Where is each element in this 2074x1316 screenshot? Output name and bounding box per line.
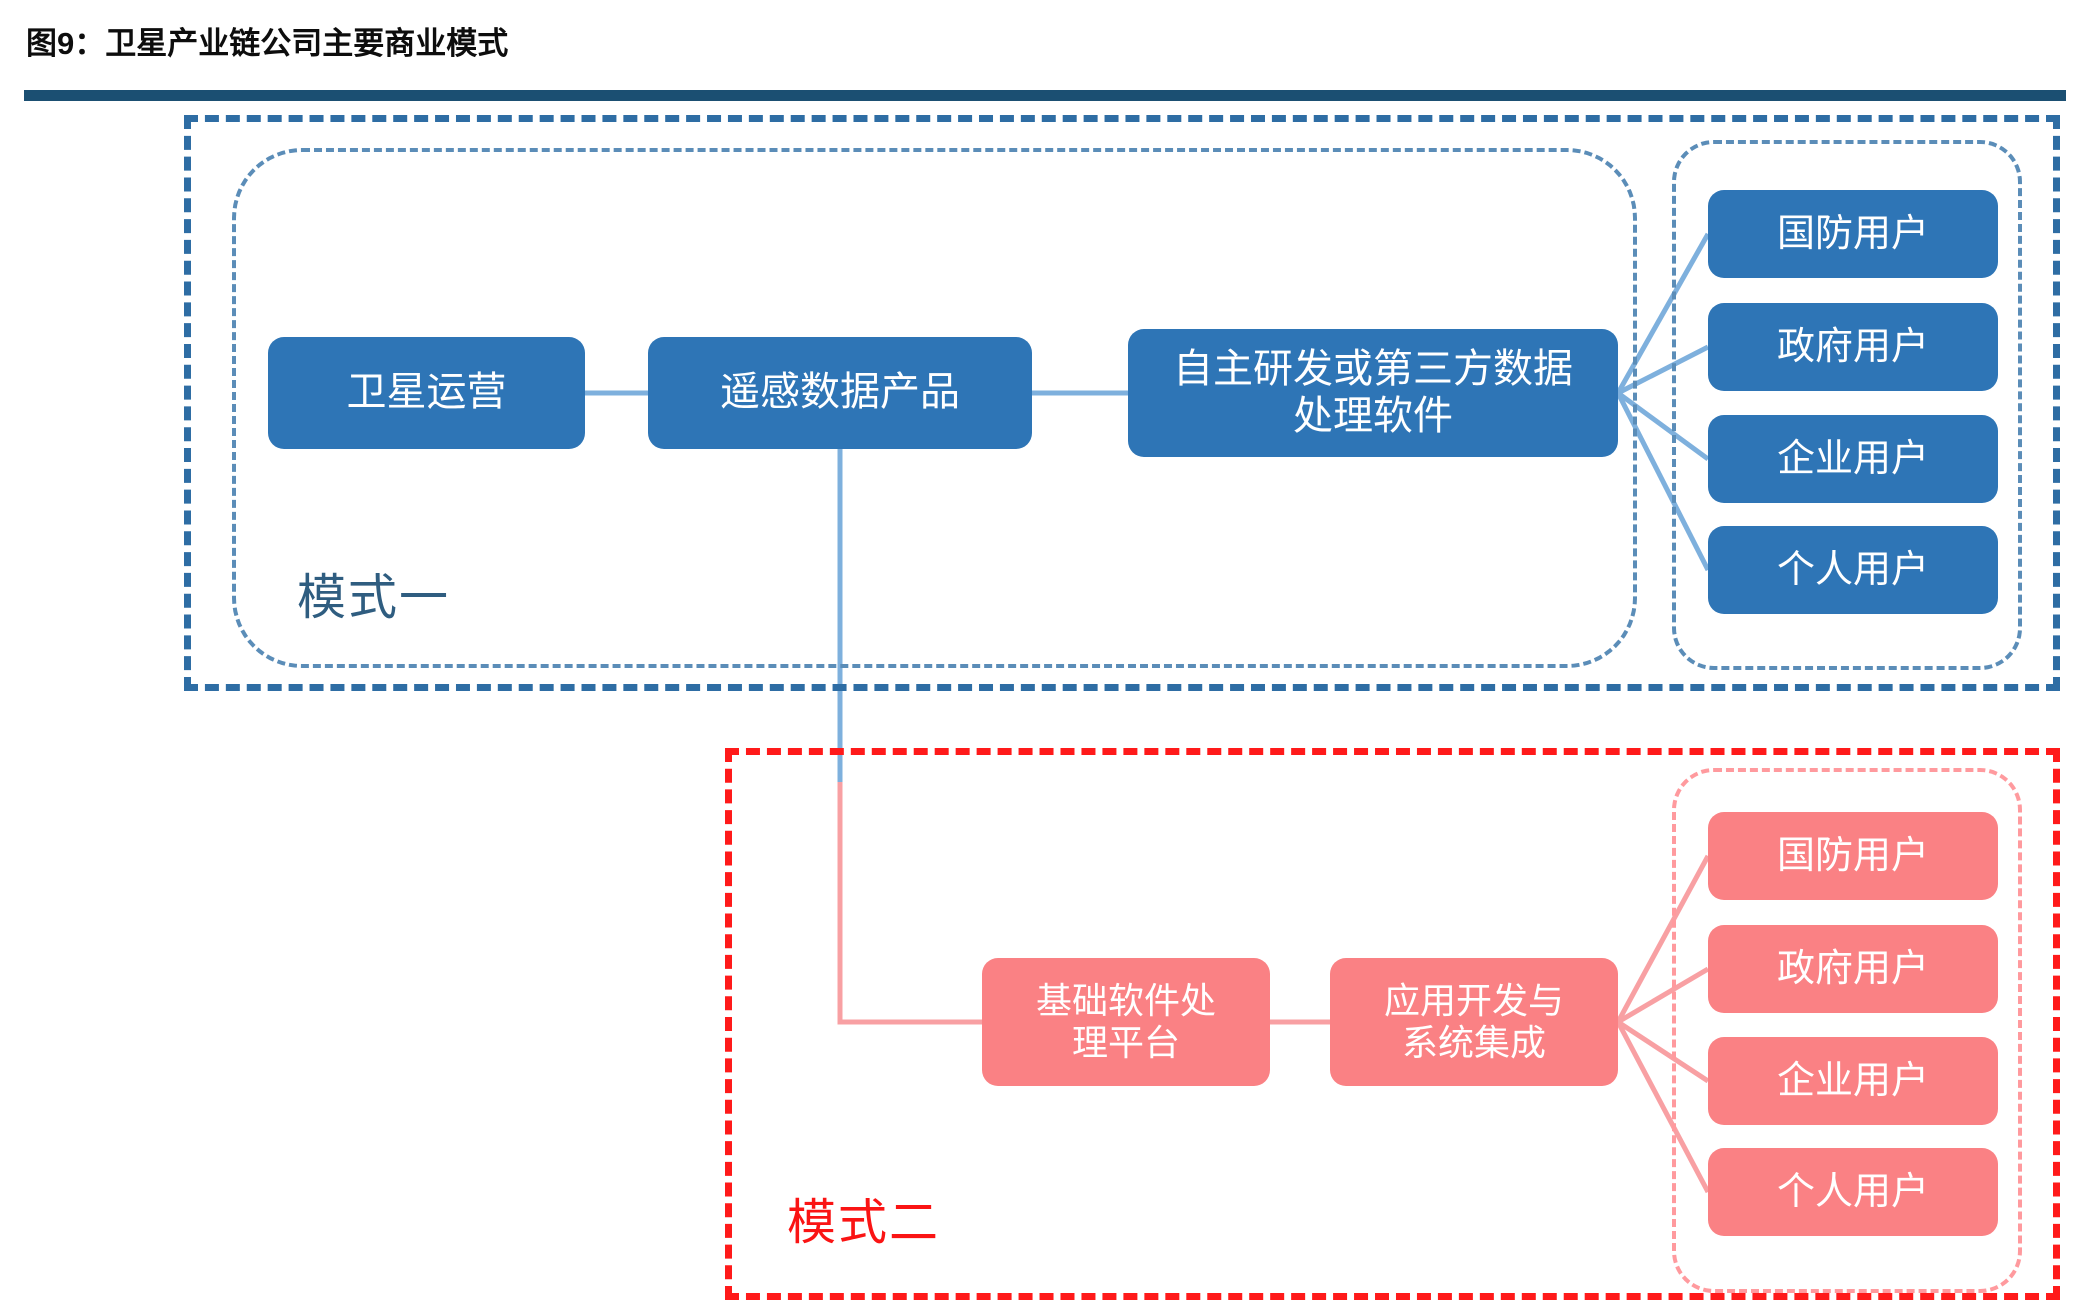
node-remote-sensing-data-product[interactable]: 遥感数据产品 [648, 337, 1032, 449]
page-title: 图9：卫星产业链公司主要商业模式 [26, 26, 509, 61]
mode1-node-enterprise-user[interactable]: 企业用户 [1708, 415, 1998, 503]
mode1-boundary [184, 115, 2060, 691]
mode2-node-defense-user[interactable]: 国防用户 [1708, 812, 1998, 900]
mode1-label: 模式一 [297, 571, 451, 625]
mode2-users-boundary [1672, 768, 2022, 1293]
title-rule-divider [24, 90, 2066, 101]
mode2-node-enterprise-user[interactable]: 企业用户 [1708, 1037, 1998, 1125]
figure-header: 图9：卫星产业链公司主要商业模式 [0, 0, 2074, 104]
mode2-node-individual-user[interactable]: 个人用户 [1708, 1148, 1998, 1236]
mode1-node-defense-user[interactable]: 国防用户 [1708, 190, 1998, 278]
mode1-users-boundary [1672, 140, 2022, 670]
mode2-node-government-user[interactable]: 政府用户 [1708, 925, 1998, 1013]
mode1-node-individual-user[interactable]: 个人用户 [1708, 526, 1998, 614]
mode2-label: 模式二 [787, 1196, 941, 1250]
mode1-value-chain-boundary [232, 148, 1637, 668]
node-app-dev-system-integration[interactable]: 应用开发与 系统集成 [1330, 958, 1618, 1086]
mode2-boundary [725, 748, 2060, 1300]
node-satellite-operation[interactable]: 卫星运营 [268, 337, 585, 449]
node-data-processing-software[interactable]: 自主研发或第三方数据 处理软件 [1128, 329, 1618, 457]
node-basic-software-platform[interactable]: 基础软件处 理平台 [982, 958, 1270, 1086]
mode1-node-government-user[interactable]: 政府用户 [1708, 303, 1998, 391]
